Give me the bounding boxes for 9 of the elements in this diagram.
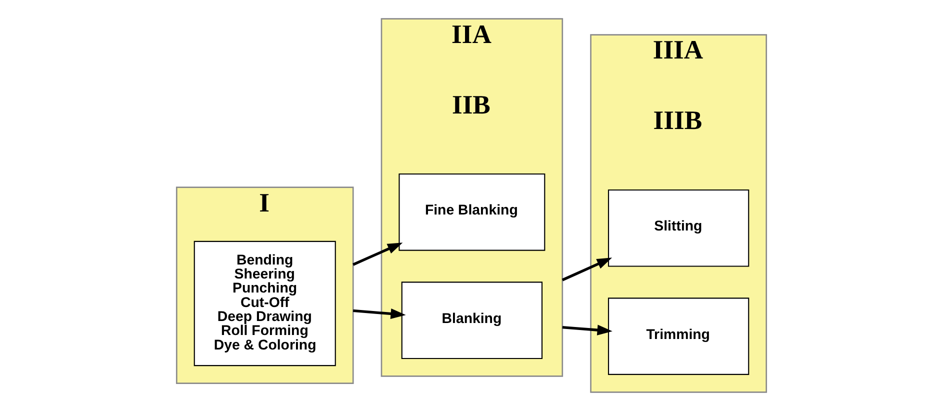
arrow	[562, 324, 612, 336]
arrow	[352, 242, 403, 266]
node-box: Slitting	[608, 189, 750, 267]
node-box: Blanking	[401, 282, 543, 359]
node-box: Fine Blanking	[398, 173, 546, 251]
node-box: Trimming	[608, 298, 750, 375]
node-box: Bending Sheering Punching Cut-Off Deep Drawing Roll Forming Dye & Coloring	[194, 240, 336, 366]
arrow	[353, 308, 406, 320]
arrow	[562, 258, 612, 282]
